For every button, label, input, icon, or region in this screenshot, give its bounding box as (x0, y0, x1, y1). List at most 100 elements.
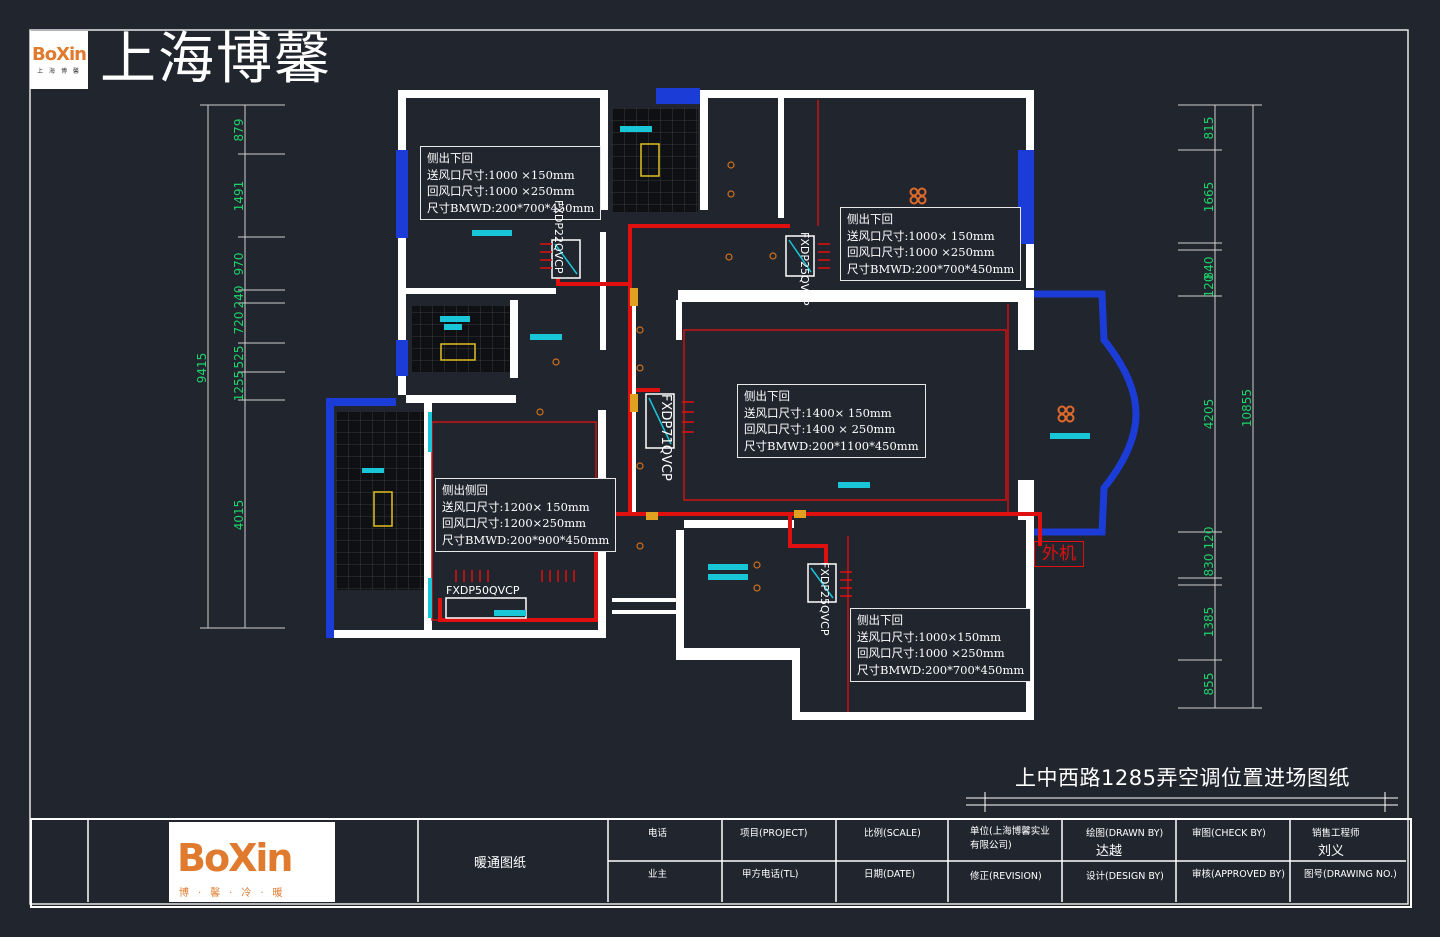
light-point (636, 462, 644, 470)
scale-label: 比例(SCALE) (864, 828, 921, 839)
title-block: BoXin 博·馨·冷·暖 (30, 818, 1412, 908)
dimension-chain-right (1178, 104, 1262, 709)
dimension-text: 4015 (232, 500, 246, 531)
design-by-label: 设计(DESIGN BY) (1086, 871, 1164, 882)
light-point (636, 326, 644, 334)
unit-model-label-1: FXDP22QVCP (552, 200, 565, 274)
note-line: 回风口尺寸:1000 ×250mm (427, 184, 575, 198)
note-line: 侧出下回 (847, 212, 893, 226)
drawing-no-label: 图号(DRAWING NO.) (1304, 869, 1397, 880)
dimension-total: 9415 (195, 353, 209, 384)
fan-icon (909, 187, 927, 205)
light-point (536, 408, 544, 416)
note-line: 侧出下回 (427, 151, 473, 165)
light-points (536, 161, 777, 592)
company-logo: BoXin 上 海 博 馨 (30, 31, 88, 89)
outdoor-unit-label: 外机 (1034, 541, 1084, 567)
dimension-text: 840 (1202, 257, 1216, 280)
engineer-label: 销售工程师 (1312, 828, 1360, 839)
note-line: 侧出下回 (857, 613, 903, 627)
note-line: 送风口尺寸:1200× 150mm (442, 499, 590, 514)
dimension-text: 120 (1202, 275, 1216, 298)
note-line: 送风口尺寸:1400× 150mm (744, 405, 892, 420)
date-label: 日期(DATE) (864, 869, 916, 880)
dimension-total: 10855 (1240, 389, 1254, 427)
dimension-text: 120 (1202, 527, 1216, 550)
note-line: 回风口尺寸:1000 ×250mm (857, 646, 1005, 660)
ac-note-4: 侧出侧回 送风口尺寸:1200× 150mm 回风口尺寸:1200×250mm … (435, 478, 617, 552)
phone-label: 电话 (648, 828, 668, 839)
note-line: 尺寸BMWD:200*1100*450mm (744, 438, 919, 453)
note-line: 回风口尺寸:1400 × 250mm (744, 422, 896, 436)
light-point (552, 358, 560, 366)
light-point (636, 542, 644, 550)
bathroom-top-tiles (612, 108, 698, 212)
light-point (727, 161, 735, 169)
dimension-chain-left (200, 104, 285, 629)
ac-note-3: 侧出下回 送风口尺寸:1400× 150mm 回风口尺寸:1400 × 250m… (737, 384, 926, 458)
unit-model-label-2: FXDP25QVCP (798, 232, 811, 306)
logo-text: BoXin (32, 43, 87, 65)
approved-by-label: 审核(APPROVED BY) (1192, 869, 1285, 880)
title-block-logo: BoXin 博·馨·冷·暖 (169, 822, 335, 902)
note-line: 侧出下回 (744, 389, 790, 403)
dimension-text: 720 (232, 312, 246, 335)
dimension-text: 830 (1202, 554, 1216, 577)
note-line: 回风口尺寸:1200×250mm (442, 516, 587, 530)
note-line: 尺寸BMWD:200*700*450mm (847, 261, 1015, 276)
bathroom-left-tiles (336, 412, 424, 590)
light-point (725, 253, 733, 261)
pipe-fittings (630, 288, 806, 520)
ac-note-5: 侧出下回 送风口尺寸:1000×150mm 回风口尺寸:1000 ×250mm … (850, 608, 1032, 682)
drawn-by-label: 绘图(DRAWN BY) (1086, 828, 1164, 839)
title-underline (966, 792, 1398, 812)
dimension-text: 1385 (1202, 607, 1216, 638)
note-line: 送风口尺寸:1000×150mm (857, 629, 1002, 644)
dimension-text: 970 (232, 253, 246, 276)
check-by-label: 审图(CHECK BY) (1192, 828, 1266, 839)
note-line: 送风口尺寸:1000 ×150mm (427, 167, 575, 182)
engineer-name: 刘义 (1318, 844, 1345, 859)
unit-model-label-5: FXDP25QVCP (818, 562, 831, 636)
note-line: 尺寸BMWD:200*700*450mm (857, 662, 1025, 677)
note-line: 尺寸BMWD:200*900*450mm (442, 532, 610, 547)
logo-subtext: 博·馨·冷·暖 (179, 888, 292, 899)
owner-label: 业主 (648, 869, 668, 880)
light-point (727, 190, 735, 198)
note-line: 侧出侧回 (442, 483, 488, 497)
ac-note-1: 侧出下回 送风口尺寸:1000 ×150mm 回风口尺寸:1000 ×250mm… (420, 146, 602, 220)
brand-name: 上海博馨 (100, 27, 332, 92)
indoor-unit-diagonals (554, 239, 834, 599)
bay-window (1034, 290, 1140, 536)
drawn-by-name: 达越 (1096, 844, 1123, 859)
drawing-type: 暖通图纸 (474, 856, 527, 871)
dimension-text: 1491 (232, 181, 246, 212)
dimension-text: 1255 (232, 371, 246, 402)
supply-air-arrows (455, 243, 852, 597)
unit-model-label-4: FXDP50QVCP (446, 584, 520, 597)
dimension-text: 855 (1202, 673, 1216, 696)
dimension-text: 240 (232, 286, 246, 309)
owner-phone-label: 甲方电话(TL) (742, 869, 799, 880)
dimension-text: 4205 (1202, 399, 1216, 430)
windows (326, 88, 1034, 638)
unit-model-label-3: FXDP71QVCP (658, 394, 673, 481)
note-line: 尺寸BMWD:200*700*450mm (427, 200, 595, 215)
project-label: 项目(PROJECT) (740, 828, 808, 839)
fixtures (373, 143, 660, 527)
company-header: BoXin 上 海 博 馨 上海博馨 (30, 30, 332, 90)
note-line: 送风口尺寸:1000× 150mm (847, 228, 995, 243)
dimension-text: 815 (1202, 117, 1216, 140)
logo-subtext: 上 海 博 馨 (37, 67, 81, 75)
logo-text: BoXin (177, 836, 293, 880)
ac-note-2: 侧出下回 送风口尺寸:1000× 150mm 回风口尺寸:1000 ×250mm… (840, 207, 1022, 281)
revision-label: 修正(REVISION) (970, 871, 1042, 882)
drawing-border (29, 29, 1409, 905)
note-line: 回风口尺寸:1000 ×250mm (847, 245, 995, 259)
light-point (769, 252, 777, 260)
dimension-text: 525 (232, 346, 246, 369)
title-block-grid (87, 820, 1406, 902)
